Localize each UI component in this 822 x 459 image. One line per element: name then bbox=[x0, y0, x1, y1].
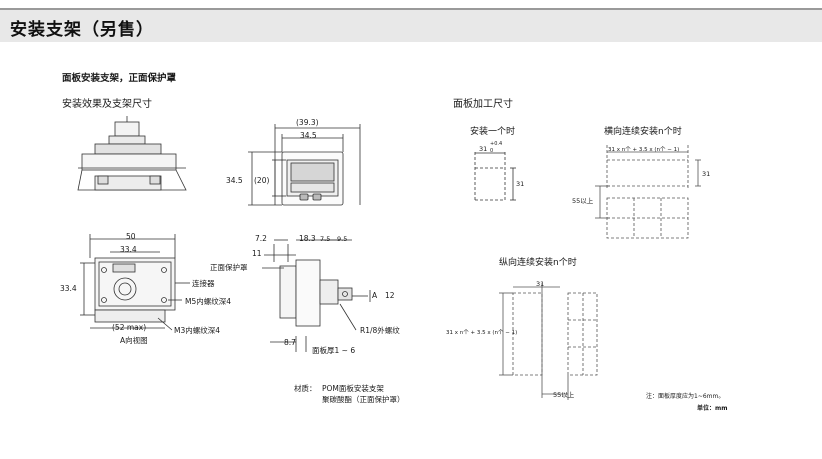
dim-width: 34.5 bbox=[300, 131, 317, 140]
side-thread: R1/8外螺纹 bbox=[360, 326, 400, 335]
side-183: 18.3 bbox=[299, 234, 316, 243]
side-72: 7.2 bbox=[255, 234, 267, 243]
rear-inner: 33.4 bbox=[120, 245, 137, 254]
side-view-drawing bbox=[262, 239, 371, 352]
single-tol0: 0 bbox=[490, 148, 494, 154]
dim-inner: (20) bbox=[254, 176, 270, 185]
rear-width: 50 bbox=[126, 232, 136, 241]
rear-m3: M3内螺纹深4 bbox=[174, 326, 221, 335]
rear-max: (52 max) bbox=[112, 323, 147, 332]
side-87: 8.7 bbox=[284, 338, 296, 347]
note: 注：面板厚度应为1~6mm。 bbox=[646, 393, 725, 400]
single-w: 31 bbox=[479, 145, 488, 153]
side-front-cover: 正面保护罩 bbox=[210, 263, 248, 272]
section-title: 面板安装支架，正面保护罩 bbox=[62, 73, 177, 84]
front-view-drawing bbox=[248, 124, 361, 206]
single-h: 31 bbox=[516, 180, 525, 188]
single-title: 安装一个时 bbox=[470, 127, 516, 137]
side-11: 11 bbox=[252, 249, 262, 258]
side-arrow-a: A bbox=[372, 291, 378, 300]
side-12: 12 bbox=[385, 291, 395, 300]
mount-assembly-drawing bbox=[77, 116, 187, 191]
vertical-formula: 31 x n个 + 3.5 x (n个 − 1) bbox=[446, 330, 518, 336]
single-cutout-drawing bbox=[474, 152, 516, 202]
horizontal-formula: 31 x n个 + 3.5 x (n个 − 1) bbox=[608, 147, 680, 153]
right-heading: 面板加工尺寸 bbox=[453, 99, 513, 110]
dim-height: 34.5 bbox=[226, 176, 243, 185]
unit: 单位：mm bbox=[697, 405, 728, 412]
left-heading: 安装效果及支架尺寸 bbox=[62, 99, 152, 110]
horizontal-h: 31 bbox=[702, 170, 711, 178]
side-95: 9.5 bbox=[337, 235, 348, 243]
rear-caption: A向视图 bbox=[120, 336, 148, 345]
single-tol: +0.4 bbox=[490, 141, 503, 147]
page-title: 安装支架（另售） bbox=[10, 20, 154, 40]
horizontal-title: 横向连续安装n个时 bbox=[604, 127, 682, 137]
header-banner: 安装支架（另售） bbox=[0, 8, 822, 42]
vertical-cutout-drawing bbox=[499, 283, 598, 400]
dim-overall: (39.3) bbox=[296, 118, 319, 127]
vertical-pitch: 55以上 bbox=[553, 391, 575, 399]
side-panel: 面板厚1 ~ 6 bbox=[312, 346, 356, 355]
rear-m5: M5内螺纹深4 bbox=[185, 297, 232, 306]
material-2: 聚碳酸酯（正面保护罩） bbox=[322, 395, 405, 404]
rear-view-drawing bbox=[80, 234, 190, 331]
material-label: 材质： bbox=[294, 384, 317, 393]
vertical-w: 31 bbox=[536, 280, 545, 288]
rear-height: 33.4 bbox=[60, 284, 77, 293]
horizontal-cutout-drawing bbox=[595, 145, 701, 239]
side-75: 7.5 bbox=[320, 235, 331, 243]
horizontal-pitch: 55以上 bbox=[572, 197, 594, 205]
material-1: POM面板安装支架 bbox=[322, 384, 384, 393]
rear-connector: 连接器 bbox=[192, 279, 215, 288]
vertical-title: 纵向连续安装n个时 bbox=[499, 258, 577, 268]
